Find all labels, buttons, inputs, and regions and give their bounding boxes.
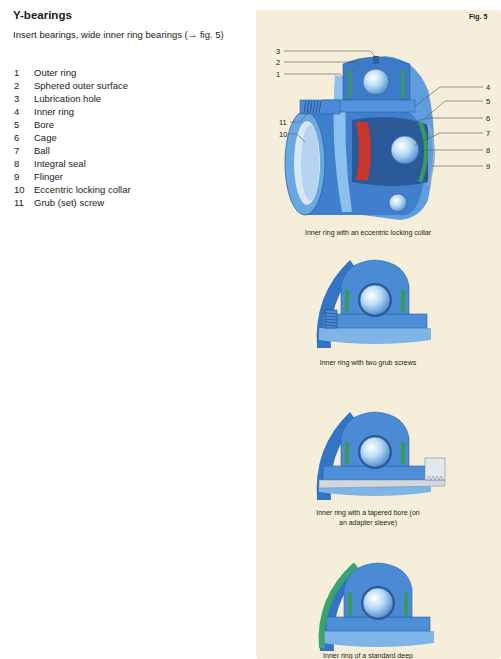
list-number: 4 xyxy=(14,106,19,117)
part-name: Outer ring xyxy=(34,67,76,78)
list-number: 11 xyxy=(14,197,24,208)
leader-line xyxy=(415,133,483,145)
callout-number: 1 xyxy=(276,70,280,79)
seal xyxy=(420,122,426,182)
adapter-sleeve-bearing xyxy=(317,412,445,500)
list-number: 2 xyxy=(14,80,19,91)
bore xyxy=(294,121,320,205)
figure-caption: Inner ring with a tapered bore (on an ad… xyxy=(313,508,423,528)
cutaway xyxy=(352,117,428,186)
subtitle: Insert bearings, wide inner ring bearing… xyxy=(13,29,228,40)
figure-caption: Inner ring of a standard deep xyxy=(268,651,468,659)
bore-shade xyxy=(301,125,319,201)
figure-number: Fig. 5 xyxy=(469,12,487,21)
ball xyxy=(363,69,389,95)
main-bearing xyxy=(285,56,434,220)
list-number: 5 xyxy=(14,119,19,130)
leader-line xyxy=(370,118,483,130)
callout-number: 11 xyxy=(279,118,287,127)
part-name: Integral seal xyxy=(34,158,86,169)
leader-line xyxy=(284,74,345,80)
leader-line xyxy=(415,87,483,106)
figure-caption: Inner ring with two grub screws xyxy=(268,358,468,368)
lock-nut xyxy=(425,458,445,480)
callout-number: 2 xyxy=(276,58,280,67)
adapter-sleeve xyxy=(319,480,445,488)
bearing-section xyxy=(317,260,431,348)
part-name: Lubrication hole xyxy=(34,93,101,104)
part-name: Sphered outer surface xyxy=(34,80,128,91)
leader-line xyxy=(424,150,483,151)
part-name: Inner ring xyxy=(34,106,74,117)
screw-thread xyxy=(325,313,337,326)
ball xyxy=(389,194,407,212)
callout-number: 7 xyxy=(486,129,490,138)
part-name: Flinger xyxy=(34,171,63,182)
list-number: 1 xyxy=(14,67,19,78)
bearing-section xyxy=(320,563,434,651)
ball xyxy=(391,136,419,164)
cage xyxy=(356,122,371,180)
list-number: 10 xyxy=(14,184,25,195)
part-name: Grub (set) screw xyxy=(34,197,104,208)
leader-line xyxy=(290,108,312,122)
part-name: Eccentric locking collar xyxy=(34,184,131,195)
callout-number: 4 xyxy=(486,83,490,92)
part-name: Ball xyxy=(34,145,50,156)
part-name: Bore xyxy=(34,119,54,130)
inner-ring-face xyxy=(285,111,325,215)
part-name: Cage xyxy=(34,132,57,143)
list-number: 8 xyxy=(14,158,19,169)
leader-line xyxy=(425,101,483,118)
title: Y-bearings xyxy=(13,9,72,22)
callout-number: 3 xyxy=(276,47,280,56)
seal xyxy=(350,70,403,98)
outer-ring-section xyxy=(343,57,410,100)
figure-panel xyxy=(256,10,501,659)
list-number: 7 xyxy=(14,145,19,156)
leader-line xyxy=(290,134,305,142)
leader-line xyxy=(284,51,377,58)
deep-groove-bearing xyxy=(320,563,434,651)
callout-number: 8 xyxy=(486,146,490,155)
leader-lines xyxy=(284,51,483,166)
leader-line xyxy=(432,166,483,167)
list-number: 3 xyxy=(14,93,19,104)
seal-band xyxy=(322,565,356,648)
callout-number: 10 xyxy=(279,130,287,139)
grub-screw-bearing xyxy=(317,260,431,348)
flinger xyxy=(428,125,434,185)
nut-thread xyxy=(427,476,443,480)
callout-number: 6 xyxy=(486,114,490,123)
locking-collar xyxy=(300,100,340,114)
callout-number: 5 xyxy=(486,97,490,106)
list-number: 9 xyxy=(14,171,19,182)
leader-line xyxy=(284,62,360,66)
screw-thread xyxy=(304,101,321,113)
list-number: 6 xyxy=(14,132,19,143)
figure-caption: Inner ring with an eccentric locking col… xyxy=(268,228,468,238)
grub-screw xyxy=(325,310,337,328)
callout-number: 9 xyxy=(486,162,490,171)
